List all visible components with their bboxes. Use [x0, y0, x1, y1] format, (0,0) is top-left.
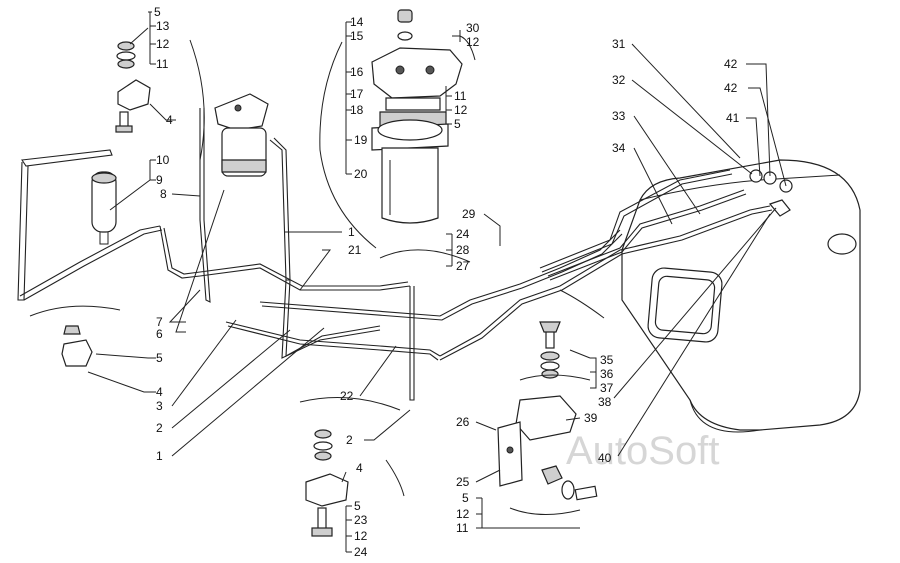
label-5: 5 [462, 491, 469, 505]
label-13: 13 [156, 19, 170, 33]
clamp-assembly-left [61, 325, 93, 367]
label-10: 10 [156, 153, 170, 167]
label-36: 36 [600, 367, 614, 381]
label-5: 5 [354, 499, 361, 513]
label-27: 27 [456, 259, 470, 273]
label-9: 9 [156, 173, 163, 187]
label-17: 17 [350, 87, 364, 101]
label-15: 15 [350, 29, 364, 43]
label-5: 5 [454, 117, 461, 131]
label-34: 34 [612, 141, 626, 155]
label-3: 3 [156, 399, 163, 413]
label-30: 30 [466, 21, 480, 35]
clamp-assembly-bottom [305, 429, 349, 537]
label-31: 31 [612, 37, 626, 51]
label-26: 26 [456, 415, 470, 429]
label-42: 42 [724, 57, 738, 71]
secondary-fuel-filter [214, 93, 269, 177]
label-22: 22 [340, 389, 354, 403]
callout-labels: 5 13 12 11 4 10 9 8 7 6 5 4 3 2 1 14 15 … [154, 5, 740, 559]
label-18: 18 [350, 103, 364, 117]
label-4: 4 [156, 385, 163, 399]
label-25: 25 [456, 475, 470, 489]
label-37: 37 [600, 381, 614, 395]
label-14: 14 [350, 15, 364, 29]
label-2: 2 [156, 421, 163, 435]
label-12: 12 [456, 507, 470, 521]
label-16: 16 [350, 65, 364, 79]
bracket-assembly-right [497, 321, 598, 501]
detail-arcs [29, 39, 605, 516]
filter-detail-curve [459, 35, 476, 61]
label-8: 8 [160, 187, 167, 201]
label-12: 12 [454, 103, 468, 117]
fuel-tank [621, 159, 861, 433]
label-29: 29 [462, 207, 476, 221]
label-4: 4 [166, 113, 173, 127]
watermark: AutoSoft [566, 429, 719, 473]
label-19: 19 [354, 133, 368, 147]
label-28: 28 [456, 243, 470, 257]
label-35: 35 [600, 353, 614, 367]
label-42: 42 [724, 81, 738, 95]
label-5: 5 [156, 351, 163, 365]
label-12: 12 [466, 35, 480, 49]
label-5: 5 [154, 5, 161, 19]
hand-primer-pump [91, 171, 117, 245]
label-33: 33 [612, 109, 626, 123]
label-41: 41 [726, 111, 740, 125]
label-40: 40 [598, 451, 612, 465]
filter-detail-bracket [319, 41, 377, 249]
label-11: 11 [454, 89, 467, 103]
label-21: 21 [348, 243, 362, 257]
leader-lines [87, 11, 787, 553]
label-1: 1 [348, 225, 355, 239]
label-2: 2 [346, 433, 353, 447]
label-7: 7 [156, 315, 163, 329]
label-24: 24 [354, 545, 368, 559]
label-4: 4 [356, 461, 363, 475]
label-23: 23 [354, 513, 368, 527]
main-fuel-filter [371, 9, 463, 224]
label-12: 12 [354, 529, 368, 543]
clamp-assembly-top [115, 41, 151, 133]
label-11: 11 [156, 57, 169, 71]
label-20: 20 [354, 167, 368, 181]
label-12: 12 [156, 37, 170, 51]
label-24: 24 [456, 227, 470, 241]
label-11: 11 [456, 521, 469, 535]
label-38: 38 [598, 395, 612, 409]
label-1: 1 [156, 449, 163, 463]
label-32: 32 [612, 73, 626, 87]
label-39: 39 [584, 411, 598, 425]
label-6: 6 [156, 327, 163, 341]
